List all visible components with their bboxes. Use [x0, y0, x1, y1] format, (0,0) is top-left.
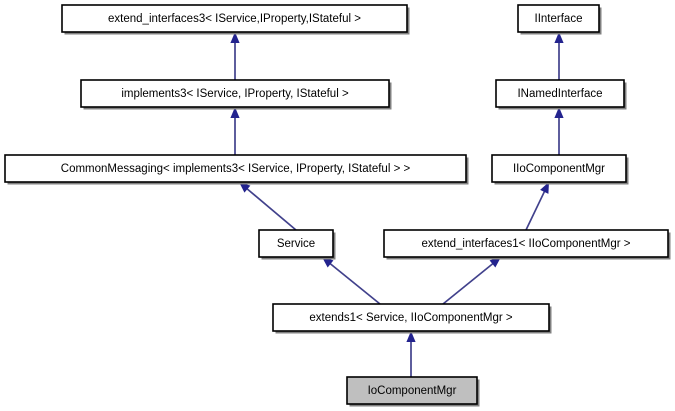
node-label-implements3: implements3< IService, IProperty, IState… [121, 88, 349, 100]
node-extend_interfaces3[interactable]: extend_interfaces3< IService,IProperty,I… [61, 4, 410, 35]
node-iinterface[interactable]: IInterface [517, 4, 602, 35]
edge-arrowhead [540, 182, 549, 194]
node-layer: extend_interfaces3< IService,IProperty,I… [4, 4, 671, 407]
node-box[interactable] [61, 4, 408, 33]
node-box[interactable] [517, 4, 600, 33]
edge-arrowhead [489, 257, 501, 268]
edge-iocomponentmgr-to-extends1 [406, 331, 416, 377]
node-label-commonmessaging: CommonMessaging< implements3< IService, … [61, 163, 411, 175]
node-label-iinterface: IInterface [535, 13, 583, 25]
node-label-extend_interfaces1: extend_interfaces1< IIoComponentMgr > [421, 238, 630, 250]
node-box[interactable] [4, 154, 467, 183]
edge-arrowhead [239, 182, 251, 193]
edge-iiocomponentmgr-to-inamedinterface [554, 107, 564, 155]
node-label-extend_interfaces3: extend_interfaces3< IService,IProperty,I… [108, 13, 361, 25]
node-label-inamedinterface: INamedInterface [517, 88, 602, 100]
node-inamedinterface[interactable]: INamedInterface [495, 79, 627, 110]
edge-arrowhead [230, 32, 240, 43]
edge-arrowhead [322, 257, 334, 268]
edge-implements3-to-extend_interfaces3 [230, 32, 240, 80]
edge-inamedinterface-to-iinterface [554, 32, 564, 80]
edge-extends1-to-extend_interfaces1 [442, 257, 501, 305]
node-box[interactable] [258, 229, 334, 258]
node-extends1[interactable]: extends1< Service, IIoComponentMgr > [272, 303, 552, 334]
edge-service-to-commonmessaging [239, 182, 297, 231]
node-box[interactable] [495, 79, 625, 108]
node-implements3[interactable]: implements3< IService, IProperty, IState… [80, 79, 392, 110]
node-box[interactable] [346, 376, 478, 405]
edge-line [525, 190, 546, 231]
node-label-iocomponentmgr: IoComponentMgr [368, 385, 457, 397]
edge-extend_interfaces1-to-iiocomponentmgr [525, 182, 549, 231]
edge-line [245, 187, 297, 231]
edge-arrowhead [406, 331, 416, 342]
node-box[interactable] [491, 154, 627, 183]
node-commonmessaging[interactable]: CommonMessaging< implements3< IService, … [4, 154, 469, 185]
node-iiocomponentmgr[interactable]: IIoComponentMgr [491, 154, 629, 185]
node-extend_interfaces1[interactable]: extend_interfaces1< IIoComponentMgr > [383, 229, 671, 260]
node-box[interactable] [383, 229, 669, 258]
node-label-iiocomponentmgr: IIoComponentMgr [513, 163, 605, 175]
edge-commonmessaging-to-implements3 [230, 107, 240, 155]
node-box[interactable] [80, 79, 390, 108]
edge-extends1-to-service [322, 257, 381, 305]
edge-arrowhead [554, 32, 564, 43]
edge-arrowhead [554, 107, 564, 118]
edge-line [328, 262, 381, 305]
edge-line [442, 262, 495, 305]
node-box[interactable] [272, 303, 550, 332]
node-iocomponentmgr[interactable]: IoComponentMgr [346, 376, 480, 407]
node-label-extends1: extends1< Service, IIoComponentMgr > [309, 312, 513, 324]
node-label-service: Service [277, 238, 315, 250]
edge-arrowhead [230, 107, 240, 118]
edge-layer [230, 32, 564, 377]
node-service[interactable]: Service [258, 229, 336, 260]
